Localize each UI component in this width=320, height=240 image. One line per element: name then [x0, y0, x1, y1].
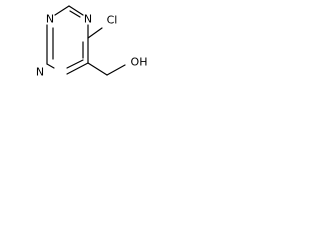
- bond-c5-ch2: [87, 62, 108, 76]
- atom-n1-label: N: [46, 13, 54, 26]
- molecule-svg: N N N Cl OH: [36, 5, 148, 79]
- atom-cl-label: Cl: [107, 14, 118, 27]
- molecule-diagram: N N N Cl OH: [0, 0, 164, 94]
- bond-c4-cl: [87, 27, 103, 39]
- bonds: [46, 5, 126, 76]
- bond-c5-c6: [66, 62, 89, 75]
- atom-labels: N N N Cl OH: [36, 13, 148, 79]
- bond-c5-c6-inner: [66, 59, 84, 69]
- bond-c2-n3: [68, 5, 84, 16]
- atom-n3-label: N: [84, 13, 92, 26]
- bond-c2-n3-inner: [69, 10, 81, 18]
- atom-n-lower-label: N: [36, 66, 44, 79]
- bond-n1-c2: [54, 5, 70, 16]
- bond-ch2-oh: [106, 64, 126, 76]
- bond-c6-n1: [46, 63, 55, 69]
- atom-oh-label: OH: [131, 56, 148, 69]
